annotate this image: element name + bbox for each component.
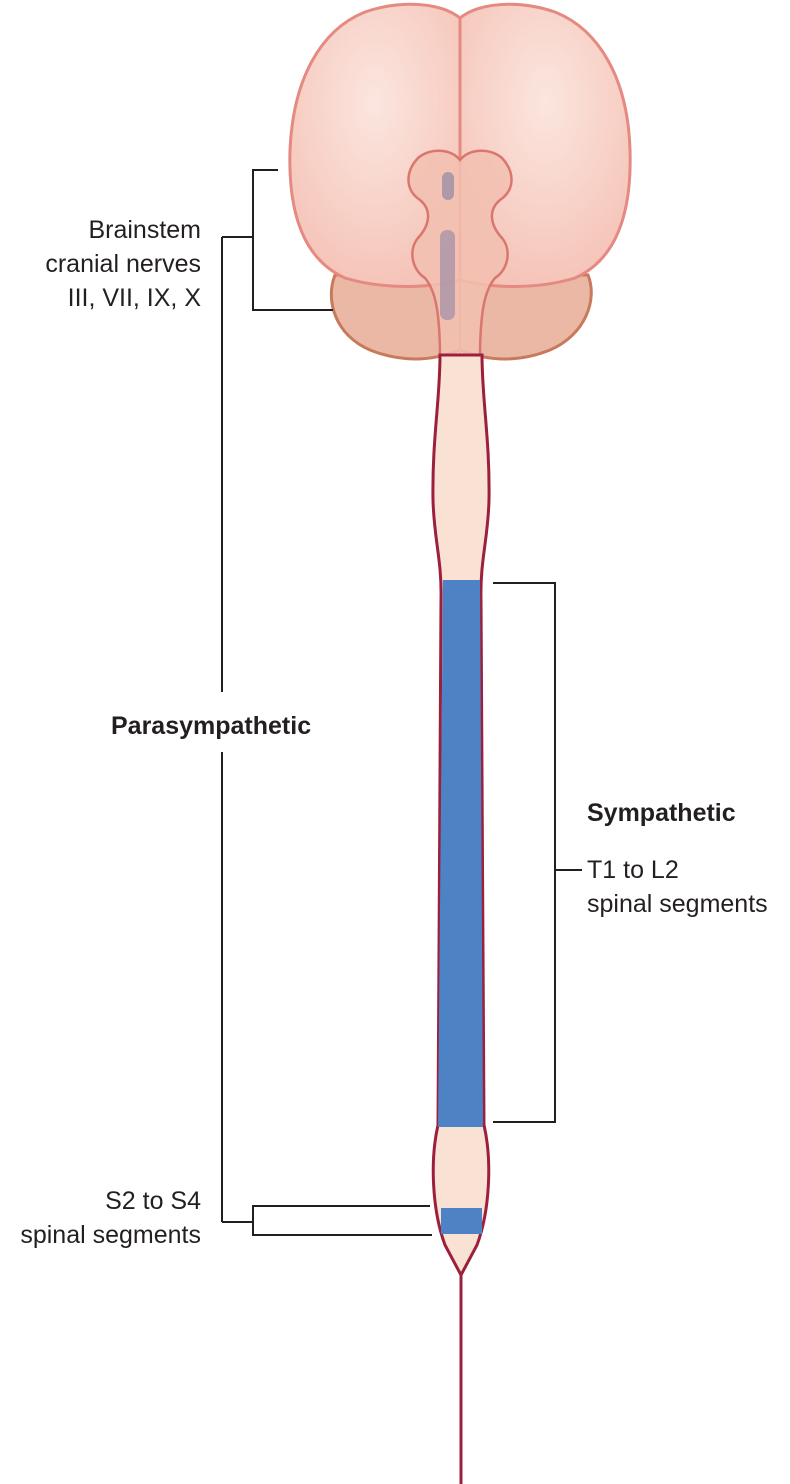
thoracolumbar-label: T1 to L2 spinal segments [587, 856, 768, 918]
fourth-ventricle [440, 230, 455, 320]
thoracolumbar-segment-highlight [438, 580, 483, 1127]
brainstem-label: Brainstem cranial nerves III, VII, IX, X [45, 216, 201, 312]
third-ventricle [442, 172, 454, 200]
right-cerebral-hemisphere [458, 2, 632, 288]
sacral-label: S2 to S4 spinal segments [20, 1187, 201, 1249]
parasympathetic-label: Parasympathetic [111, 712, 312, 740]
sympathetic-bracket [493, 582, 582, 1123]
sacral-segment-highlight [441, 1208, 482, 1234]
sacral-bracket [252, 1205, 432, 1236]
left-cerebral-hemisphere [288, 2, 462, 288]
sympathetic-label: Sympathetic [587, 799, 736, 827]
parasympathetic-bracket [221, 237, 253, 1223]
brainstem-bracket [222, 169, 333, 311]
